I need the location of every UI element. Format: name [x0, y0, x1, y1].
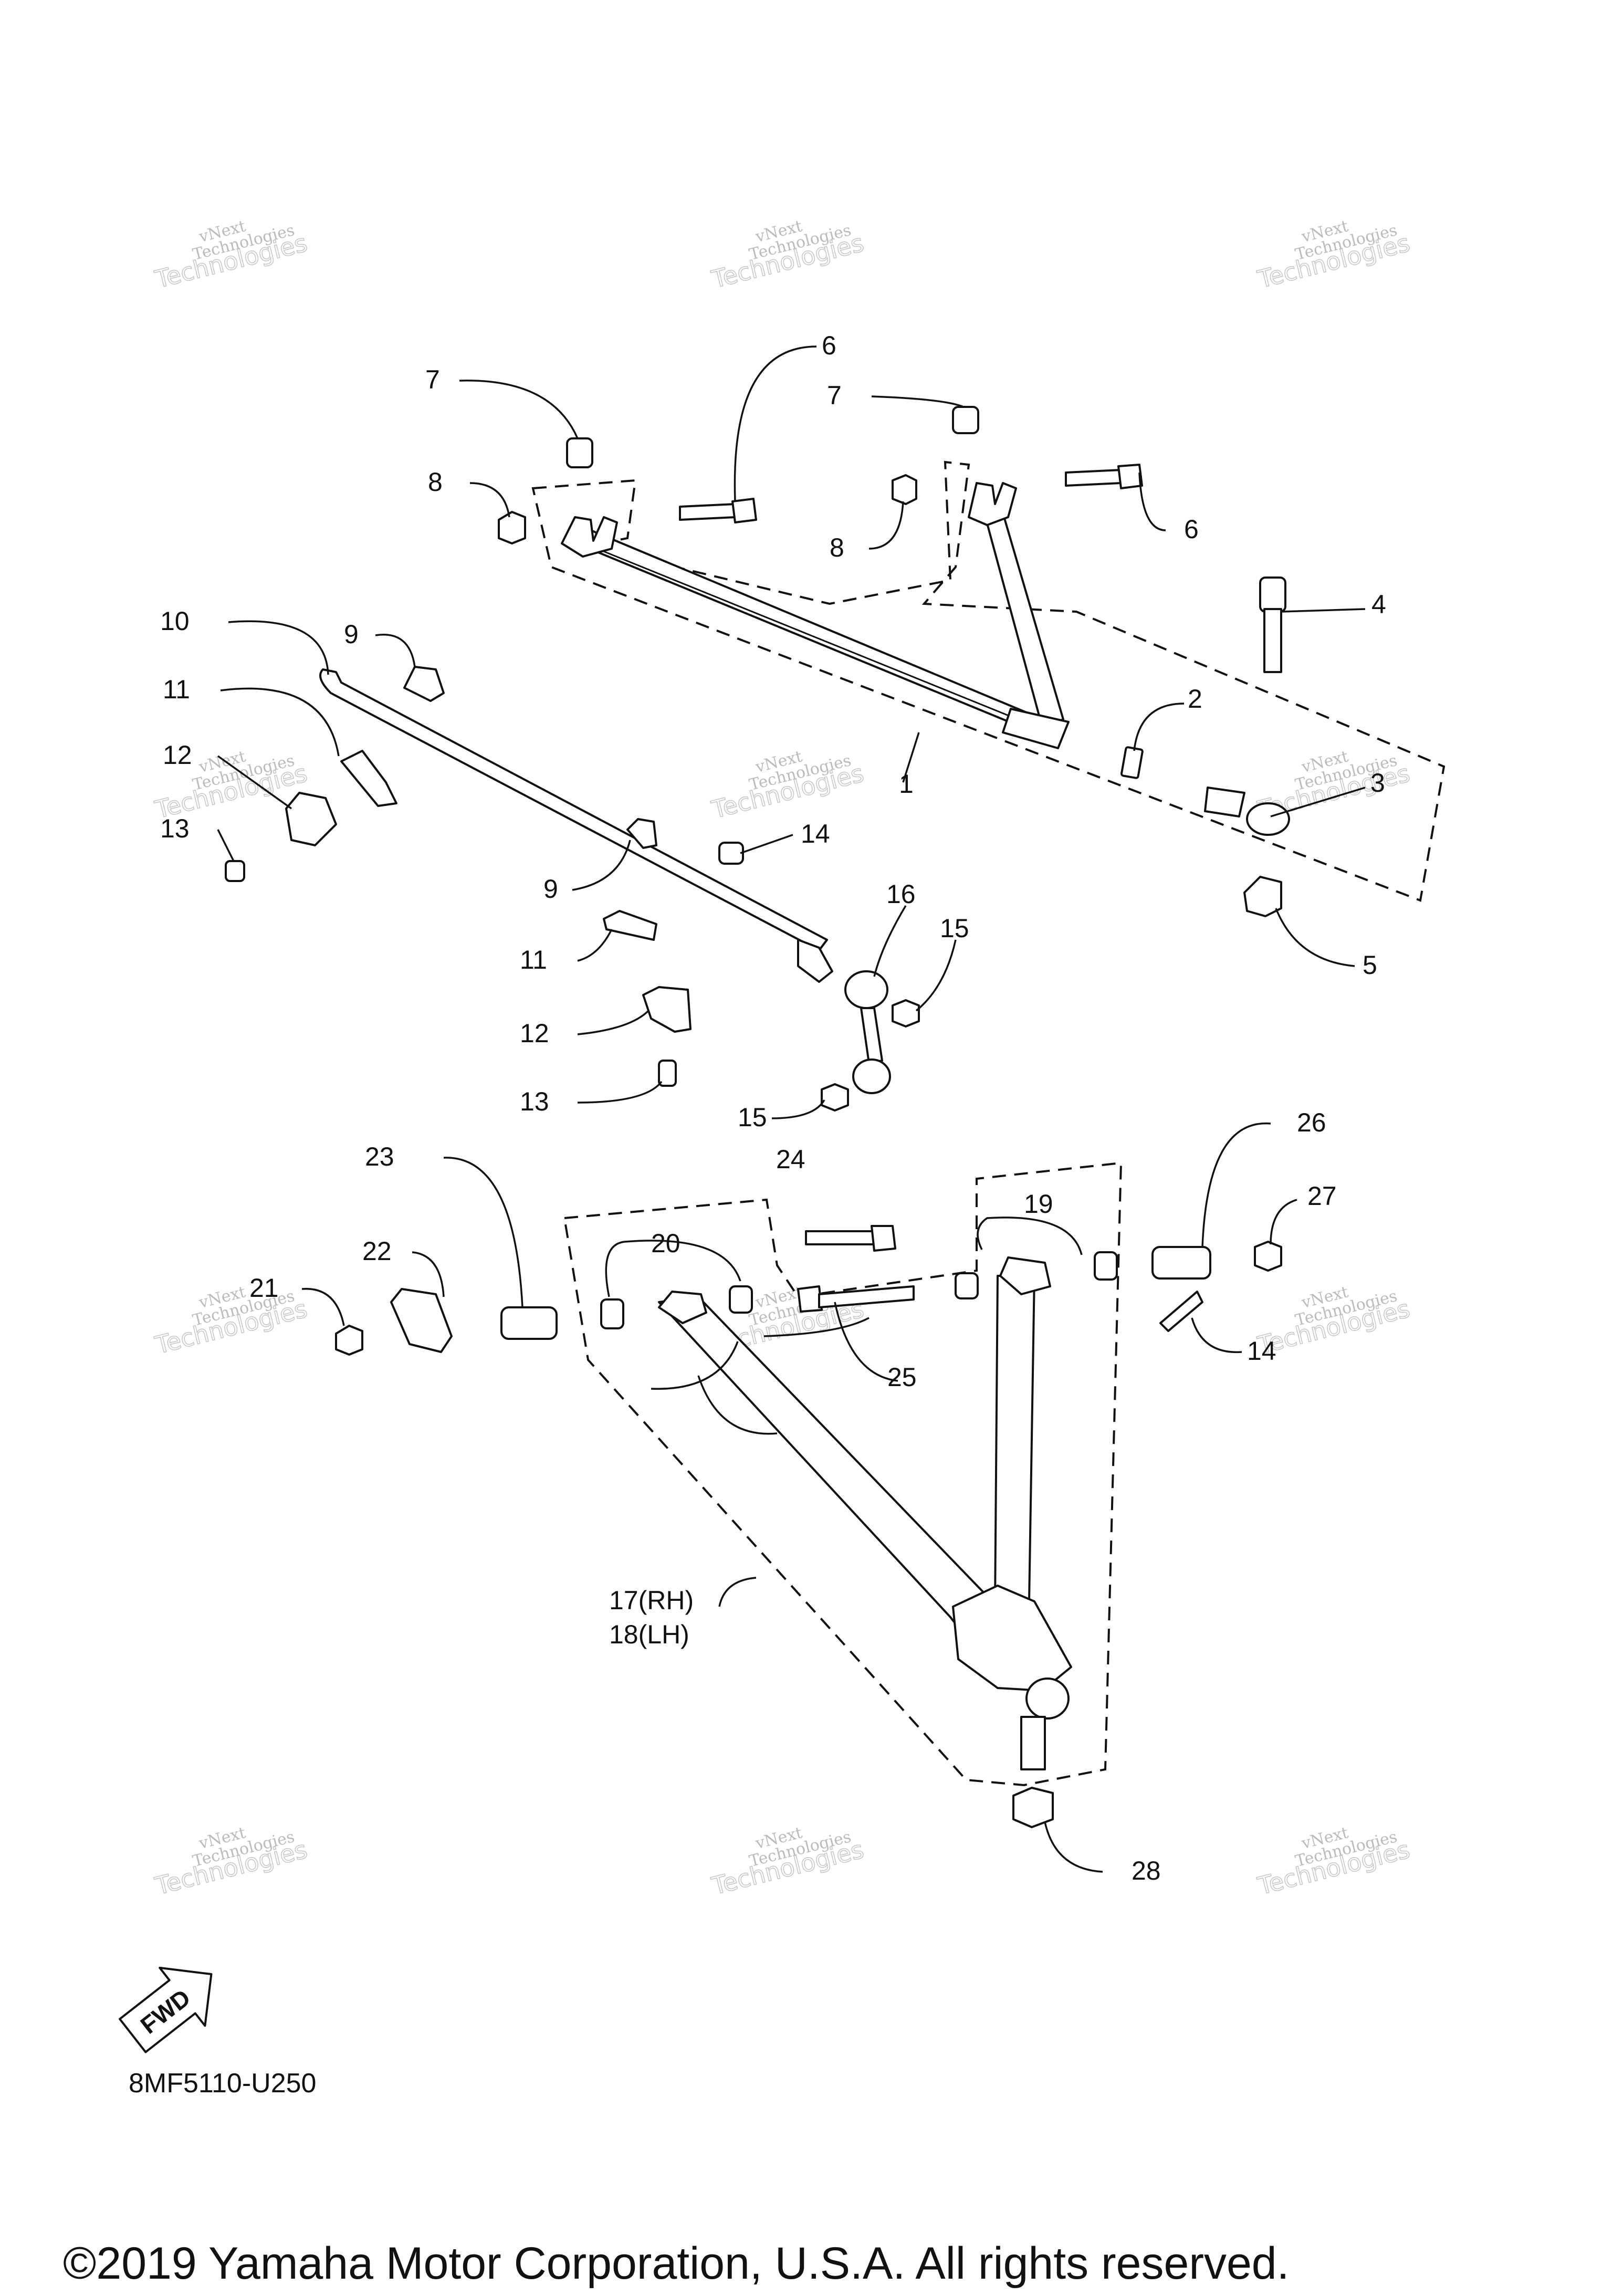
ball-joint [1204, 787, 1290, 836]
callout-label: 7 [425, 365, 440, 394]
callout-label: 23 [365, 1142, 394, 1171]
callout-label: 1 [899, 769, 914, 799]
callout-label: 3 [1370, 768, 1385, 798]
collar [500, 1306, 558, 1340]
callout-label: 15 [738, 1103, 767, 1132]
callout-label: 7 [827, 381, 842, 410]
upper-arm-bushing [952, 406, 979, 434]
watermark: vNext Technologies Technologies [1254, 217, 1413, 294]
callout-label: 4 [1371, 590, 1386, 619]
stabilizer-bushing [603, 910, 657, 941]
upper-arm-nut [498, 511, 526, 544]
lower-arm-bolt [797, 1285, 915, 1313]
callout-label: 12 [163, 740, 192, 770]
leader-lines [217, 345, 1366, 1873]
copyright: ©2019 Yamaha Motor Corporation, U.S.A. A… [63, 2238, 1290, 2289]
upper-arm-bolt [679, 498, 757, 523]
lower-arm-group-outline [563, 1161, 1123, 1787]
callout-label: 21 [249, 1273, 279, 1303]
upper-arm-bolt [1065, 464, 1143, 489]
callout-label: 17(RH) [609, 1586, 694, 1615]
callout-label: 9 [543, 874, 558, 904]
stabilizer-holder [642, 986, 692, 1033]
callout-label: 9 [344, 620, 359, 649]
callout-label: 8 [830, 533, 844, 562]
callout-label: 13 [520, 1087, 549, 1116]
callout-label: 6 [1184, 515, 1199, 544]
lower-arm-bushing-front [955, 1272, 979, 1299]
callout-label: 10 [160, 606, 190, 636]
watermark: vNext Technologies Technologies [152, 217, 310, 294]
callout-label: 14 [801, 819, 830, 848]
upper-arm-bushing [566, 437, 593, 468]
callout-label: 6 [822, 331, 836, 360]
callout-label: 5 [1363, 950, 1377, 980]
callout-label: 14 [1247, 1336, 1276, 1366]
watermark: vNext Technologies Technologies [152, 1823, 310, 1901]
callout-label: 8 [428, 467, 443, 497]
callout-label: 11 [520, 945, 547, 974]
callout-label: 24 [776, 1145, 805, 1174]
cotter-pin [1120, 746, 1144, 779]
callout-label: 18(LH) [609, 1620, 689, 1649]
arm-bracket [390, 1288, 453, 1353]
holder-bolt [658, 1060, 677, 1087]
collar [1151, 1246, 1211, 1280]
stabilizer-bushing [340, 750, 397, 807]
callout-label: 19 [1024, 1189, 1053, 1219]
stabilizer-link [860, 1007, 883, 1064]
callout-label: 22 [362, 1236, 392, 1266]
fwd-arrow-icon: FWD [119, 1966, 213, 2053]
callout-label: 25 [887, 1362, 917, 1392]
upper-arm-nut [892, 474, 917, 505]
watermark: vNext Technologies Technologies [708, 217, 867, 294]
callout-label: 28 [1132, 1856, 1161, 1885]
arm-nut [335, 1325, 363, 1356]
ball-joint-nut [1012, 1787, 1054, 1828]
callout-label: 11 [163, 675, 190, 704]
callout-label: 15 [940, 914, 969, 943]
stabilizer-bar [319, 668, 833, 983]
upper-arm [561, 482, 1070, 749]
lower-arm-bushing-front [1094, 1251, 1118, 1281]
link-nut [892, 999, 920, 1028]
holder-bolt [225, 860, 245, 882]
watermark: vNext Technologies Technologies [1254, 1823, 1413, 1901]
lower-arm [658, 1256, 1072, 1770]
ball-joint-spacer [1243, 876, 1282, 917]
clamp-upper [403, 666, 445, 702]
upper-arm-group-outline [531, 460, 1446, 902]
watermark: vNext Technologies Technologies [152, 1283, 310, 1360]
link-nut [821, 1083, 849, 1112]
callout-label: 27 [1307, 1181, 1337, 1211]
clamp-upper [626, 818, 657, 849]
stabilizer-holder [285, 792, 337, 846]
stabilizer-link-joint [852, 1058, 891, 1094]
callout-label: 16 [886, 879, 916, 909]
lower-arm-bolt [805, 1225, 896, 1252]
ball-joint-pinch-bolt [1259, 576, 1286, 673]
lower-arm-bushing [729, 1285, 753, 1314]
bolt-14 [1159, 1291, 1203, 1332]
watermark: vNext Technologies Technologies [708, 1823, 867, 1901]
callout-label: 26 [1297, 1108, 1326, 1137]
watermark: vNext Technologies Technologies [708, 747, 867, 824]
drawing-code: 8MF5110-U250 [129, 2068, 316, 2099]
callout-label: 20 [651, 1229, 680, 1258]
bolt-14 [718, 842, 744, 865]
stabilizer-link-joint [844, 970, 888, 1009]
callout-label: 13 [160, 814, 190, 843]
lower-arm-bushing [600, 1298, 624, 1329]
callout-label: 2 [1188, 684, 1202, 714]
arm-nut [1254, 1241, 1282, 1272]
callout-label: 12 [520, 1019, 549, 1048]
